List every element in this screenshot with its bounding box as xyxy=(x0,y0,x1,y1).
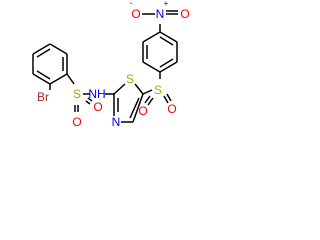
atom-sulfonyl-oxygen-left: O xyxy=(138,104,147,118)
bond xyxy=(147,97,154,106)
charge-minus: - xyxy=(130,0,133,8)
charge-plus: + xyxy=(164,0,169,8)
atom-nitro-nitrogen: N xyxy=(156,7,165,21)
atom-amine-nh: NH xyxy=(88,87,105,101)
bond xyxy=(163,95,169,104)
bond xyxy=(159,58,174,68)
bond xyxy=(49,73,68,85)
bond xyxy=(144,95,151,104)
bond xyxy=(142,89,153,95)
bond xyxy=(49,43,68,55)
bond xyxy=(134,83,144,95)
bond xyxy=(159,36,174,46)
bond xyxy=(159,61,178,73)
bond xyxy=(142,31,161,43)
atom-sulfonamide-oxygen-bottom: O xyxy=(72,115,81,129)
bond xyxy=(129,97,140,119)
bond xyxy=(166,93,172,102)
atom-sulfonamide-oxygen-top: O xyxy=(93,100,102,114)
atom-nitro-oxygen-right: O xyxy=(180,7,189,21)
bond xyxy=(142,61,161,73)
bonds xyxy=(32,10,178,123)
bond xyxy=(32,43,51,55)
atom-labels: Br S O O NH S N S O O N + O - O xyxy=(37,0,190,129)
bond xyxy=(36,48,51,58)
bond xyxy=(85,100,91,105)
atom-thiazole-nitrogen: N xyxy=(112,115,121,129)
atom-sulfonyl-oxygen-right: O xyxy=(167,102,176,116)
bond xyxy=(32,73,51,85)
atom-nitro-oxygen-left: O xyxy=(131,7,140,21)
atom-sulfonamide-sulfur: S xyxy=(73,87,81,101)
bond xyxy=(87,97,93,102)
bond xyxy=(132,93,144,123)
bond xyxy=(113,83,126,95)
bond xyxy=(159,31,178,43)
bond xyxy=(66,73,75,85)
atom-bromine: Br xyxy=(37,90,49,104)
chemical-structure: Br S O O NH S N S O O N + O - O xyxy=(32,0,190,129)
atom-sulfonyl-sulfur: S xyxy=(154,83,162,97)
atom-thiazole-sulfur: S xyxy=(126,72,134,86)
bond xyxy=(36,70,51,80)
